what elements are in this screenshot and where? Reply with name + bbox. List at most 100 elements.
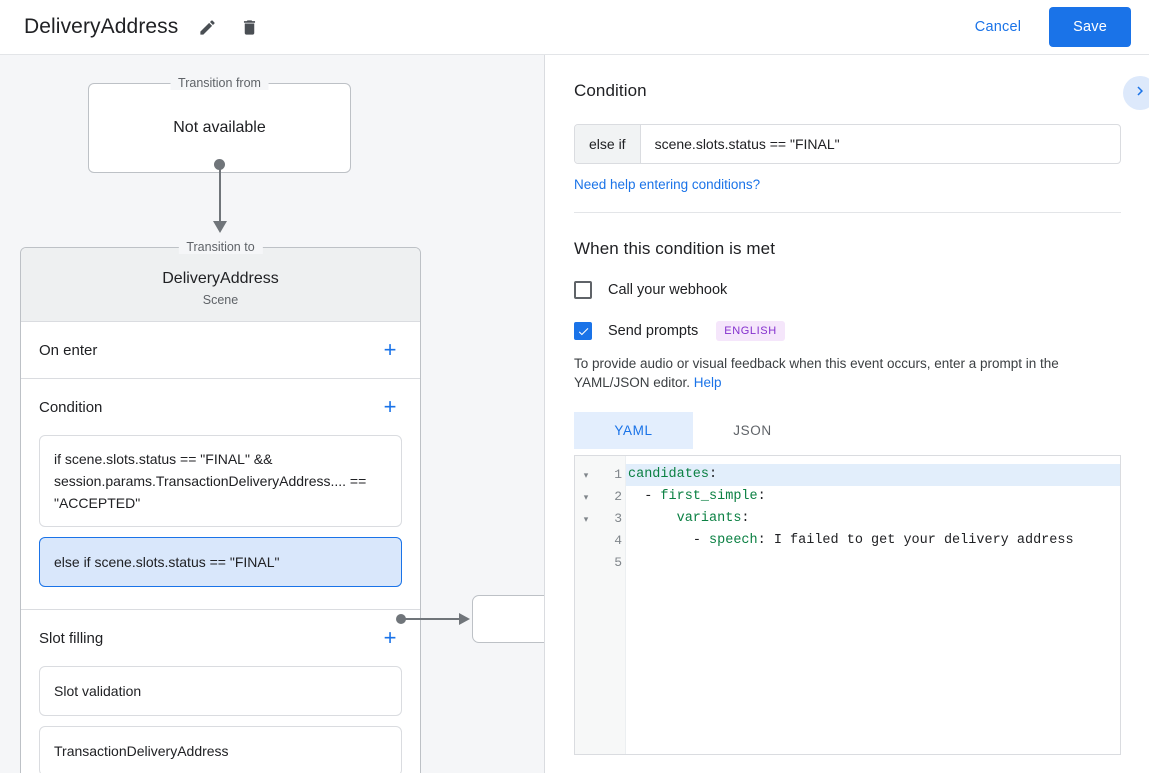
call-webhook-row[interactable]: Call your webhook — [574, 281, 1121, 299]
condition-heading: Condition — [574, 81, 647, 100]
cancel-button[interactable]: Cancel — [963, 11, 1033, 43]
line-number: 3 — [614, 511, 622, 526]
line-number: 5 — [614, 555, 622, 570]
prompts-help-link[interactable]: Help — [693, 375, 722, 390]
send-prompts-label: Send prompts — [608, 323, 699, 339]
fold-toggle — [575, 552, 597, 574]
code-key: first_simple — [660, 489, 758, 504]
tab-json[interactable]: JSON — [733, 423, 772, 438]
code-line[interactable]: - first_simple: — [626, 486, 1120, 508]
condition-section: Condition else if scene.slots.status == … — [546, 55, 1149, 213]
section-condition: Condition + if scene.slots.status == "FI… — [21, 379, 420, 610]
code-punct: : — [757, 533, 774, 548]
section-divider — [574, 212, 1121, 213]
top-bar: DeliveryAddress Cancel Save — [0, 0, 1149, 55]
code-indent — [628, 489, 644, 504]
condition-prefix-label: else if — [575, 125, 641, 163]
code-key: candidates — [628, 467, 710, 482]
condition-help-link[interactable]: Need help entering conditions? — [574, 177, 761, 192]
fold-toggle[interactable]: ▾ — [583, 469, 589, 480]
transition-to-node: Transition to DeliveryAddress Scene On e… — [20, 240, 421, 773]
scene-header[interactable]: DeliveryAddress Scene — [21, 248, 420, 322]
add-slot-filling-button[interactable]: + — [383, 625, 397, 650]
code-line[interactable]: - speech: I failed to get your delivery … — [626, 530, 1120, 552]
slot-filling-list: Slot validation TransactionDeliveryAddre… — [39, 666, 402, 773]
code-line[interactable]: variants: — [626, 508, 1120, 530]
section-condition-title: Condition — [39, 398, 103, 416]
call-webhook-label: Call your webhook — [608, 282, 728, 298]
tab-yaml[interactable]: YAML — [574, 412, 693, 449]
scene-name: DeliveryAddress — [162, 270, 279, 287]
scene-type: Scene — [202, 293, 239, 307]
section-slot-filling-header: Slot filling + — [39, 610, 402, 666]
connector-line-vertical — [219, 163, 221, 225]
condition-item-selected[interactable]: else if scene.slots.status == "FINAL" — [39, 537, 402, 587]
target-node-placeholder[interactable] — [472, 595, 544, 643]
save-button[interactable]: Save — [1049, 7, 1131, 47]
pencil-icon — [198, 18, 217, 37]
code-area[interactable]: candidates: - first_simple: variants: - … — [626, 456, 1120, 754]
code-punct: : — [757, 489, 766, 504]
check-icon — [578, 327, 588, 335]
condition-item[interactable]: if scene.slots.status == "FINAL" && sess… — [39, 435, 402, 527]
code-editor[interactable]: ▾ ▾ ▾ 1 2 3 4 5 candidates: - first_simp… — [574, 455, 1121, 755]
line-number: 1 — [614, 467, 622, 482]
when-met-heading: When this condition is met — [574, 239, 776, 258]
section-on-enter: On enter + — [21, 322, 420, 379]
transition-from-value: Not available — [173, 119, 266, 136]
add-condition-button[interactable]: + — [383, 394, 397, 419]
transition-from-legend: Transition from — [170, 76, 269, 90]
details-panel: Condition else if scene.slots.status == … — [546, 55, 1149, 773]
graph-panel: Transition from Not available Transition… — [0, 55, 545, 773]
line-number: 2 — [614, 489, 622, 504]
section-on-enter-title: On enter — [39, 341, 98, 359]
fold-toggle — [575, 530, 597, 552]
code-indent — [628, 511, 677, 526]
transition-to-legend: Transition to — [178, 240, 263, 254]
slot-item[interactable]: TransactionDeliveryAddress — [39, 726, 402, 773]
fold-gutter: ▾ ▾ ▾ — [575, 456, 597, 754]
condition-list: if scene.slots.status == "FINAL" && sess… — [39, 435, 402, 609]
code-punct: : — [741, 511, 750, 526]
call-webhook-checkbox[interactable] — [574, 281, 592, 299]
connector-out-dot — [396, 614, 406, 624]
slot-validation-item[interactable]: Slot validation — [39, 666, 402, 716]
edit-name-button[interactable] — [190, 10, 224, 44]
section-slot-filling-title: Slot filling — [39, 629, 104, 647]
chevron-right-icon — [1131, 82, 1149, 105]
when-condition-met-section: When this condition is met Call your web… — [546, 213, 1149, 755]
prompts-description-text: To provide audio or visual feedback when… — [574, 356, 1059, 390]
code-dash: - — [644, 489, 661, 504]
section-condition-header: Condition + — [39, 379, 402, 435]
language-badge: ENGLISH — [716, 321, 785, 341]
code-punct: : — [709, 467, 718, 482]
prompts-description: To provide audio or visual feedback when… — [574, 354, 1121, 392]
code-line[interactable]: candidates: — [626, 464, 1120, 486]
code-indent — [628, 533, 693, 548]
fold-toggle[interactable]: ▾ — [583, 491, 589, 502]
section-slot-filling: Slot filling + Slot validation Transacti… — [21, 610, 420, 773]
code-value: I failed to get your delivery address — [773, 533, 1074, 548]
editor-format-tabs: YAML JSON — [574, 412, 1121, 449]
add-on-enter-button[interactable]: + — [383, 337, 397, 362]
line-number-gutter: 1 2 3 4 5 — [597, 456, 626, 754]
code-line[interactable] — [626, 552, 1120, 574]
line-number: 4 — [614, 533, 622, 548]
trash-icon — [240, 18, 259, 37]
connector-out-arrow — [459, 613, 470, 625]
transition-from-node[interactable]: Transition from Not available — [88, 76, 351, 173]
send-prompts-checkbox[interactable] — [574, 322, 592, 340]
delete-button[interactable] — [232, 10, 266, 44]
condition-expression-input[interactable]: scene.slots.status == "FINAL" — [654, 136, 840, 152]
page-title: DeliveryAddress — [24, 15, 179, 38]
send-prompts-row[interactable]: Send prompts ENGLISH — [574, 321, 1121, 341]
fold-toggle[interactable]: ▾ — [583, 513, 589, 524]
connector-arrow-down — [213, 221, 227, 233]
expand-panel-button[interactable] — [1123, 76, 1149, 110]
code-key: speech — [709, 533, 758, 548]
condition-input-row: else if scene.slots.status == "FINAL" — [574, 124, 1121, 164]
code-dash: - — [692, 533, 710, 548]
connector-out-line — [404, 618, 462, 620]
section-on-enter-header: On enter + — [39, 322, 402, 378]
